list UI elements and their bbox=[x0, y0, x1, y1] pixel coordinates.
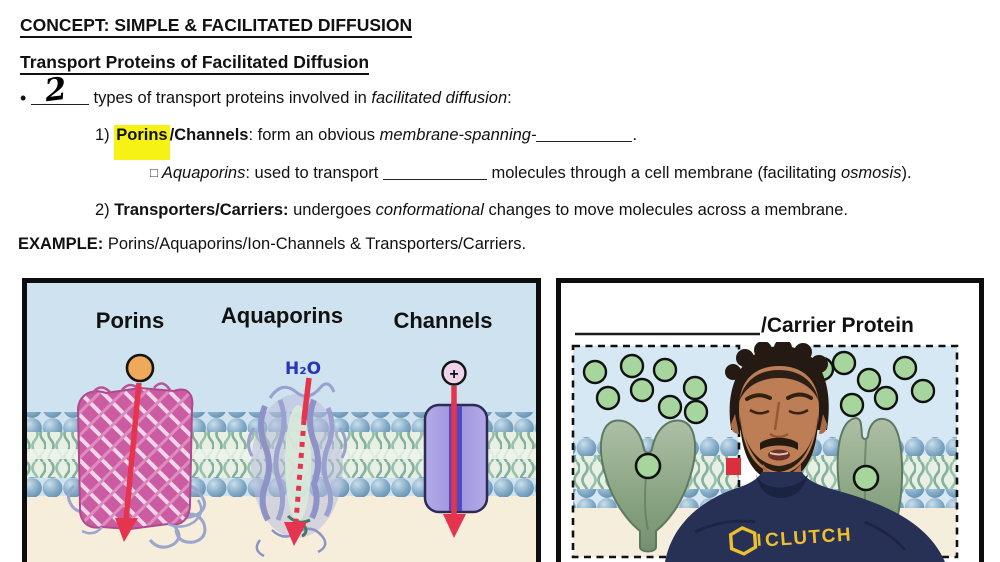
presenter: CLUTCH bbox=[665, 342, 945, 562]
item2-line: 2) Transporters/Carriers: undergoes conf… bbox=[95, 201, 848, 219]
example-label: EXAMPLE: bbox=[18, 235, 104, 253]
bound-molecule bbox=[852, 464, 880, 492]
h2o-label: H₂O bbox=[285, 359, 321, 379]
answer-blank-spanning bbox=[536, 127, 633, 142]
concept-label: CONCEPT: bbox=[20, 15, 110, 35]
channel-proteins-diagram-panel: H₂O + Porins Aquaporins Channels bbox=[22, 278, 541, 562]
handwritten-answer: 2 bbox=[42, 70, 69, 110]
bullet-line: • 2 types of transport proteins involved… bbox=[20, 70, 512, 110]
solute-molecule bbox=[125, 353, 155, 383]
clutch-logo: CLUTCH bbox=[728, 524, 853, 556]
presenter-shirt: CLUTCH bbox=[665, 472, 945, 562]
channel-proteins-diagram: H₂O + Porins Aquaporins Channels bbox=[22, 278, 541, 562]
presenter-video-overlay: CLUTCH bbox=[635, 342, 955, 562]
carrier-protein-open bbox=[599, 419, 697, 553]
concept-heading: CONCEPT: SIMPLE & FACILITATED DIFFUSION bbox=[20, 15, 413, 38]
presenter-face bbox=[731, 366, 827, 482]
channel-ion-arrow: + bbox=[441, 360, 467, 538]
bound-molecule bbox=[634, 452, 662, 480]
channels-label: Channels bbox=[393, 308, 492, 333]
solute-molecules bbox=[582, 353, 709, 425]
ion-plus-label: + bbox=[449, 366, 458, 383]
hexagon-logo-icon bbox=[728, 526, 758, 556]
aquaporins-line: □Aquaporins: used to transport molecules… bbox=[150, 164, 912, 182]
section-subtitle: Transport Proteins of Facilitated Diffus… bbox=[20, 52, 370, 75]
porin-solute-arrow bbox=[115, 353, 155, 542]
item1-line: 1) Porins/Channels: form an obvious memb… bbox=[95, 125, 638, 145]
left-panel-border bbox=[22, 278, 541, 562]
aquaporins-label: Aquaporins bbox=[221, 303, 343, 328]
porins-label: Porins bbox=[96, 308, 164, 333]
transition-arrow-fragment bbox=[726, 458, 741, 475]
bullet-dot: • bbox=[20, 88, 27, 108]
ion-molecule bbox=[441, 360, 467, 386]
right-panel-border bbox=[556, 278, 984, 562]
carrier-protein-title: /Carrier Protein bbox=[761, 314, 914, 337]
aquaporin-water-arrow: H₂O bbox=[284, 359, 321, 546]
highlighted-term-porins: Porins bbox=[114, 125, 170, 145]
concept-title: SIMPLE & FACILITATED DIFFUSION bbox=[114, 15, 413, 35]
carrier-open-state-box bbox=[571, 344, 741, 559]
porin-protein bbox=[67, 382, 207, 549]
answer-blank-water bbox=[382, 165, 487, 180]
example-line: EXAMPLE: Porins/Aquaporins/Ion-Channels … bbox=[18, 235, 527, 253]
checkbox-icon: □ bbox=[150, 165, 158, 180]
answer-blank-count: 2 bbox=[30, 71, 89, 109]
